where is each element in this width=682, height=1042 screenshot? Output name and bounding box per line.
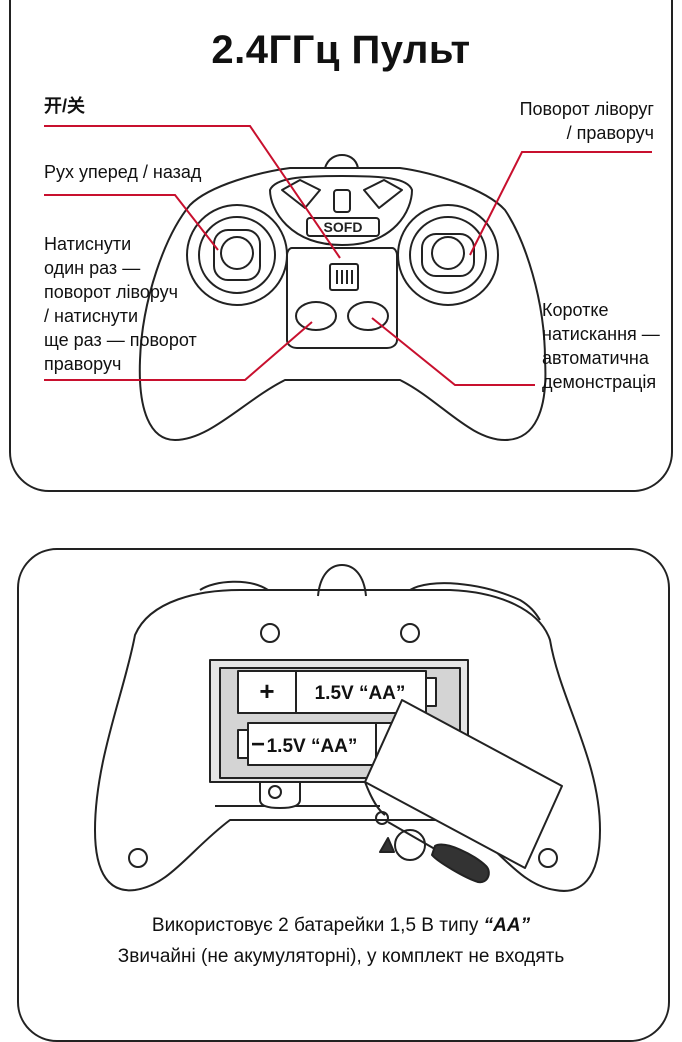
turn-button <box>295 301 337 331</box>
battery-1-plus: + <box>259 676 274 706</box>
back-nub <box>317 564 367 597</box>
battery-2-minus: − <box>251 731 265 758</box>
left-stick-ring <box>186 204 288 306</box>
battery-panel <box>17 548 670 1042</box>
caption-line-2: Звичайні (не акумуляторні), у комплект н… <box>117 946 565 967</box>
right-stick-ring <box>397 204 499 306</box>
leader-line-forward-back <box>44 194 219 251</box>
label-turn: Поворот ліворуг / праворуч <box>519 99 654 143</box>
leader-line-turn <box>469 151 652 256</box>
antenna-nub <box>324 154 359 169</box>
brand-badge <box>306 217 380 237</box>
label-press-once: Натиснути один раз — поворот ліворуч / н… <box>44 234 197 374</box>
battery-lid <box>364 699 563 869</box>
battery-1 <box>237 670 427 714</box>
leader-line-press-once <box>44 321 313 381</box>
demo-button <box>347 301 389 331</box>
caption-line-1-text: Використовує 2 батарейки 1,5 В типу <box>151 915 484 936</box>
page-title: 2.4ГГц Пульт <box>211 28 471 72</box>
left-stick-knob <box>220 236 254 270</box>
leader-line-demo <box>371 317 535 386</box>
leader-line-power <box>44 125 341 259</box>
brand-plate <box>269 175 413 246</box>
screw-boss-left <box>260 623 280 643</box>
caption-line-1: Використовує 2 батарейки 1,5 В типу “AA” <box>0 915 682 937</box>
screw-boss-right <box>400 623 420 643</box>
right-stick-knob <box>431 236 465 270</box>
label-power: 开/关 <box>44 96 86 116</box>
battery-1-label: 1.5V “AA” <box>315 683 406 704</box>
remote-overview-panel <box>9 0 673 492</box>
label-forward-back: Рух уперед / назад <box>44 162 202 182</box>
controller-back-outline <box>94 589 601 892</box>
power-switch <box>329 263 359 291</box>
screwdriver-icon <box>379 821 490 884</box>
battery-2-label: 1.5V “AA” <box>267 736 358 757</box>
controller-body-outline <box>138 167 547 441</box>
label-demo: Коротке натискання — автоматична демонст… <box>542 300 660 392</box>
caption-battery-type: “AA” <box>483 915 531 936</box>
brand-badge-text: SOFD <box>324 219 363 235</box>
